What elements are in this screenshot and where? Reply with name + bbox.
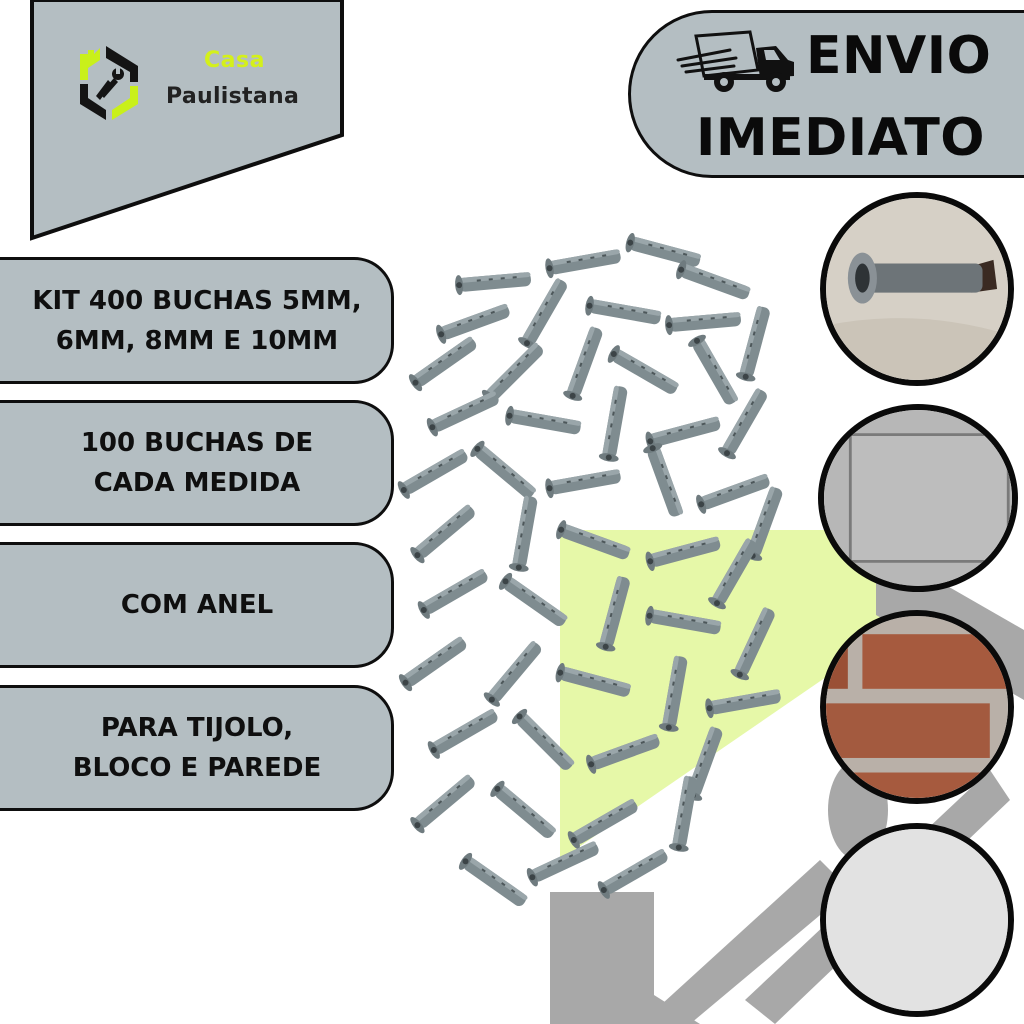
material-circle-concrete-block	[818, 404, 1018, 592]
material-circle-plaster-wall	[820, 823, 1014, 1017]
feature-kit-sizes: KIT 400 BUCHAS 5MM, 6MM, 8MM E 10MM	[0, 257, 394, 384]
logo-banner	[30, 0, 344, 241]
shipping-title-line2: IMEDIATO	[696, 108, 986, 168]
feature-with-ring: COM ANEL	[0, 542, 394, 668]
material-circle-anchor-in-wall	[820, 192, 1014, 386]
product-image-anchors	[394, 230, 788, 912]
gray-house-shape	[550, 892, 700, 1024]
feature-quantity-per-size: 100 BUCHAS DE CADA MEDIDA	[0, 400, 394, 526]
shipping-title-line1: ENVIO	[806, 26, 992, 86]
brand-name-casa: Casa	[204, 48, 265, 73]
brand-name-paulistana: Paulistana	[166, 84, 300, 109]
material-circle-brick	[820, 610, 1014, 804]
feature-text: KIT 400 BUCHAS 5MM, 6MM, 8MM E 10MM	[32, 285, 362, 356]
house-wrench-icon[interactable]	[76, 40, 144, 120]
feature-text: 100 BUCHAS DE CADA MEDIDA	[80, 428, 314, 498]
delivery-truck-icon	[676, 30, 794, 92]
lime-hexagon-shape	[560, 530, 880, 860]
feature-text: PARA TIJOLO, BLOCO E PAREDE	[72, 713, 322, 783]
shipping-badge	[628, 10, 1024, 178]
feature-text: COM ANEL	[120, 590, 274, 620]
feature-surfaces: PARA TIJOLO, BLOCO E PAREDE	[0, 685, 394, 811]
